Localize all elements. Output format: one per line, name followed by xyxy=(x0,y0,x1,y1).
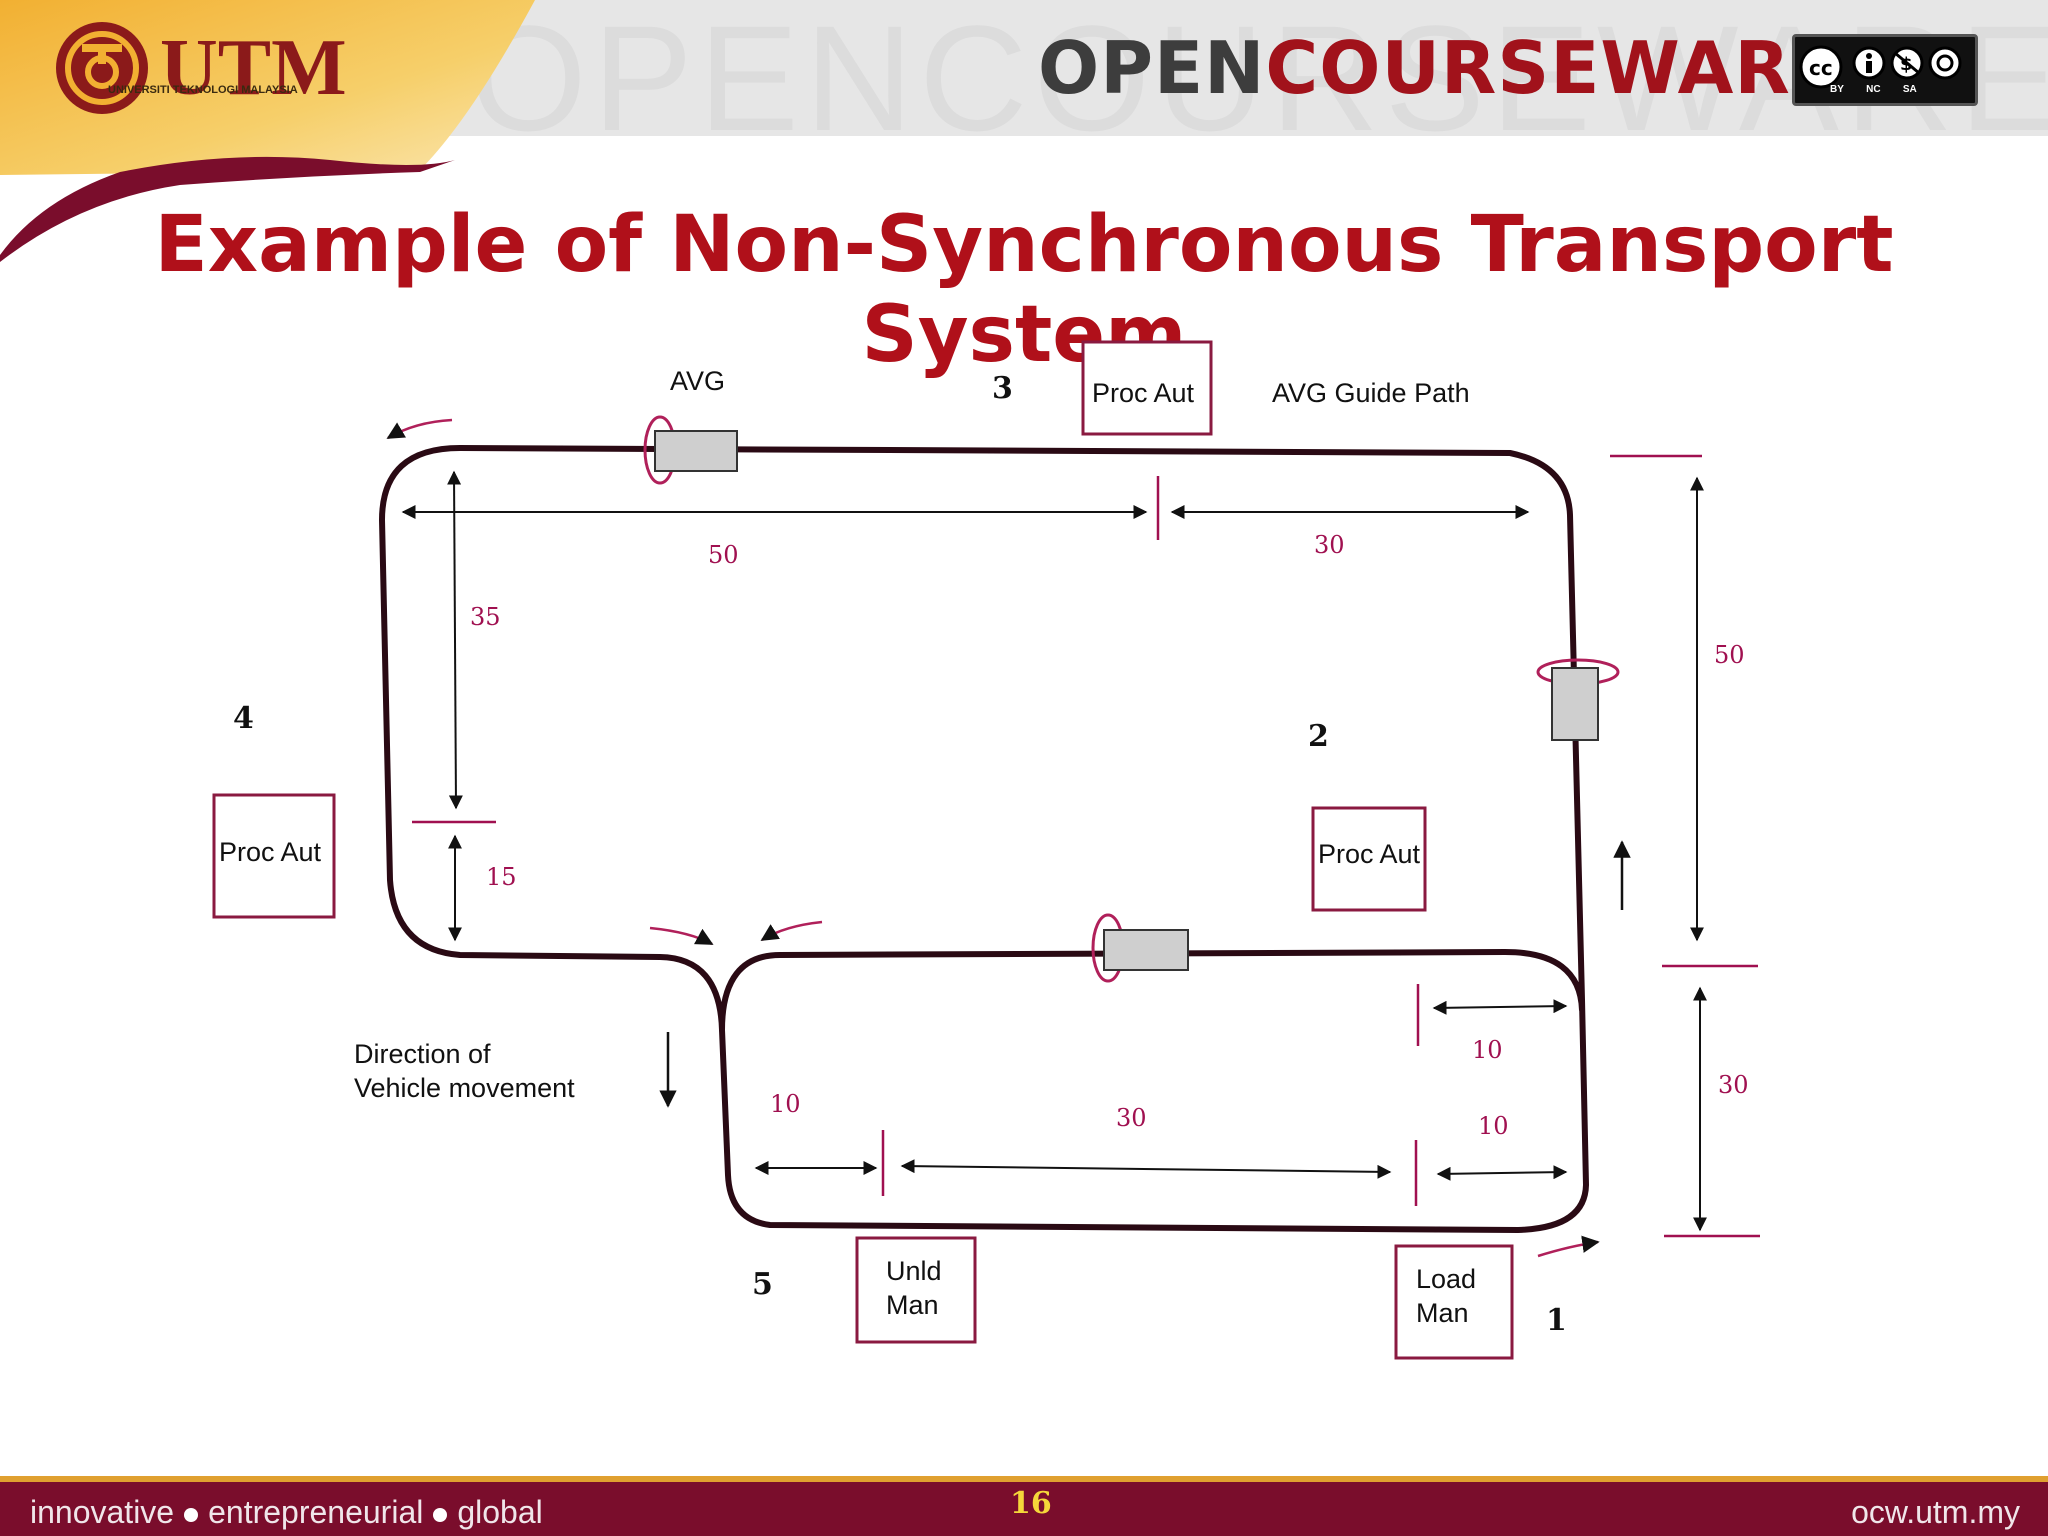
direction-label-line2: Vehicle movement xyxy=(354,1073,575,1103)
slide-title: Example of Non-Synchronous Transport Sys… xyxy=(154,200,1894,380)
dim-bottom-left-value: 10 xyxy=(770,1090,801,1118)
dim-top-left-value: 50 xyxy=(708,541,739,569)
tagline-entrepreneurial: entrepreneurial xyxy=(208,1494,424,1530)
tagline-global: global xyxy=(457,1494,543,1530)
direction-arrow-merge-left xyxy=(649,926,714,946)
station-1-label-line1: Load xyxy=(1416,1264,1476,1294)
bullet-dot-icon xyxy=(184,1507,199,1522)
dim-inner-right-line xyxy=(1432,999,1568,1015)
creative-commons-badge: cc $ xyxy=(1792,34,1978,106)
direction-arrow-merge-right xyxy=(760,920,823,942)
station-3-number: 3 xyxy=(992,371,1013,406)
direction-arrow-top-left xyxy=(386,418,453,440)
utm-wordmark: UTM xyxy=(160,24,347,112)
opencourseware-brand: OPENCOURSEWARE xyxy=(1038,26,1841,110)
dim-bottom-right-value: 10 xyxy=(1478,1112,1509,1140)
guide-path-label: AVG Guide Path xyxy=(1272,378,1470,408)
direction-label-line1: Direction of xyxy=(354,1039,491,1069)
dim-bottom-middle-line xyxy=(900,1159,1392,1179)
station-3-box xyxy=(1081,340,1213,436)
license-by-label: BY xyxy=(1830,84,1844,95)
station-3-label: Proc Aut xyxy=(1092,378,1195,408)
agv-label: AVG xyxy=(670,366,725,396)
guide-path xyxy=(379,445,1589,1233)
direction-arrow-bottom-right xyxy=(1537,1235,1600,1258)
station-2-number: 2 xyxy=(1308,719,1329,754)
dim-right-upper-value: 50 xyxy=(1714,641,1745,669)
station-5-box xyxy=(855,1236,977,1344)
left-loop-path xyxy=(379,445,725,1033)
agv-vehicle-right xyxy=(1536,658,1620,741)
license-nc-label: NC xyxy=(1866,84,1881,95)
station-2-box xyxy=(1311,806,1427,912)
dim-left-lower-value: 15 xyxy=(486,863,517,891)
station-5-number: 5 xyxy=(752,1267,773,1302)
agv-vehicle-top xyxy=(643,415,738,485)
tagline-innovative: innovative xyxy=(30,1494,175,1530)
page-number: 16 xyxy=(1010,1486,1052,1521)
station-2-label: Proc Aut xyxy=(1318,839,1421,869)
bullet-dot-icon xyxy=(433,1507,448,1522)
brand-open: OPEN xyxy=(1038,26,1266,110)
dim-top-right-value: 30 xyxy=(1314,531,1345,559)
main-loop-path xyxy=(457,445,1589,1233)
station-1-number: 1 xyxy=(1546,1303,1567,1338)
station-4-number: 4 xyxy=(233,701,254,736)
sa-icon xyxy=(1928,46,1962,80)
dim-left-upper-value: 35 xyxy=(470,603,501,631)
brand-courseware: COURSEWARE xyxy=(1265,26,1841,110)
footer-tagline: innovative entrepreneurial global xyxy=(30,1494,543,1531)
license-sa-label: SA xyxy=(1902,84,1917,95)
station-1-label-line2: Man xyxy=(1416,1298,1469,1328)
dim-inner-right-value: 10 xyxy=(1472,1036,1503,1064)
opencourseware-watermark: OPENCOURSEWARE xyxy=(470,0,2048,136)
agv-vehicle-bottom xyxy=(1091,913,1189,983)
slide-footer: innovative entrepreneurial global ocw.utm.… xyxy=(0,1476,2048,1536)
dim-left-upper-line xyxy=(447,470,463,810)
transport-system-diagram: Proc Aut Proc Aut Proc Aut Unld Man Load… xyxy=(212,340,1760,1360)
dim-bottom-right-line xyxy=(1436,1165,1568,1181)
station-1-box xyxy=(1394,1244,1514,1360)
station-4-label: Proc Aut xyxy=(219,837,322,867)
cc-icon xyxy=(1799,45,1843,89)
svg-text:cc: cc xyxy=(1809,56,1833,80)
station-4-box xyxy=(212,793,336,919)
dim-bottom-middle-value: 30 xyxy=(1116,1104,1147,1132)
license-labels: BY NC SA xyxy=(1830,84,1917,95)
station-5-label-line1: Unld xyxy=(886,1256,942,1286)
utm-subtext: UNIVERSITI TEKNOLOGI MALAYSIA xyxy=(108,84,298,96)
station-5-label-line2: Man xyxy=(886,1290,939,1320)
utm-crest-icon xyxy=(56,22,148,114)
footer-site-link[interactable]: ocw.utm.my xyxy=(1851,1494,2020,1530)
utm-logo: UTM xyxy=(52,18,347,118)
dim-right-lower-value: 30 xyxy=(1718,1071,1749,1099)
